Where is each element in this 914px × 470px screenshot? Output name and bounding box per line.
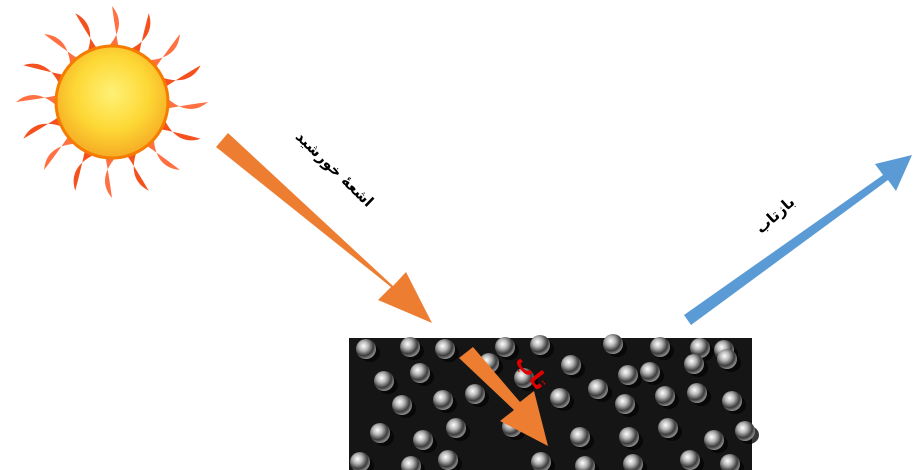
glass-bead bbox=[530, 335, 550, 355]
glass-bead bbox=[550, 388, 570, 408]
glass-bead bbox=[370, 423, 390, 443]
glass-bead bbox=[400, 337, 420, 357]
glass-bead bbox=[438, 450, 458, 470]
glass-bead bbox=[588, 379, 608, 399]
glass-bead bbox=[655, 386, 675, 406]
glass-bead bbox=[618, 365, 638, 385]
sun-ray bbox=[105, 153, 120, 198]
glass-bead bbox=[356, 339, 376, 359]
glass-bead bbox=[465, 384, 485, 404]
glass-bead bbox=[433, 390, 453, 410]
sun-ray bbox=[105, 6, 120, 51]
glass-bead bbox=[413, 430, 433, 450]
glass-bead bbox=[374, 371, 394, 391]
glass-bead bbox=[687, 383, 707, 403]
glass-bead bbox=[392, 395, 412, 415]
glass-bead bbox=[410, 363, 430, 383]
glass-bead bbox=[650, 337, 670, 357]
sun-disc bbox=[56, 46, 168, 158]
glass-bead bbox=[615, 394, 635, 414]
glass-bead bbox=[619, 427, 639, 447]
reflection-arrow bbox=[684, 155, 912, 325]
glass-bead bbox=[435, 339, 455, 359]
glass-bead bbox=[704, 430, 724, 450]
glass-beads-surface bbox=[349, 334, 759, 470]
sun-ray bbox=[16, 95, 61, 110]
glass-bead bbox=[722, 391, 742, 411]
glass-bead bbox=[735, 421, 755, 441]
glass-bead bbox=[561, 355, 581, 375]
glass-bead bbox=[684, 354, 704, 374]
glass-bead bbox=[495, 337, 515, 357]
glass-bead bbox=[658, 418, 678, 438]
sun-ray bbox=[163, 95, 208, 110]
glass-bead bbox=[446, 418, 466, 438]
glass-bead bbox=[640, 362, 660, 382]
glass-bead bbox=[570, 427, 590, 447]
glass-bead bbox=[603, 334, 623, 354]
glass-bead bbox=[680, 450, 700, 470]
glass-bead bbox=[717, 349, 737, 369]
sun-icon bbox=[16, 6, 208, 198]
